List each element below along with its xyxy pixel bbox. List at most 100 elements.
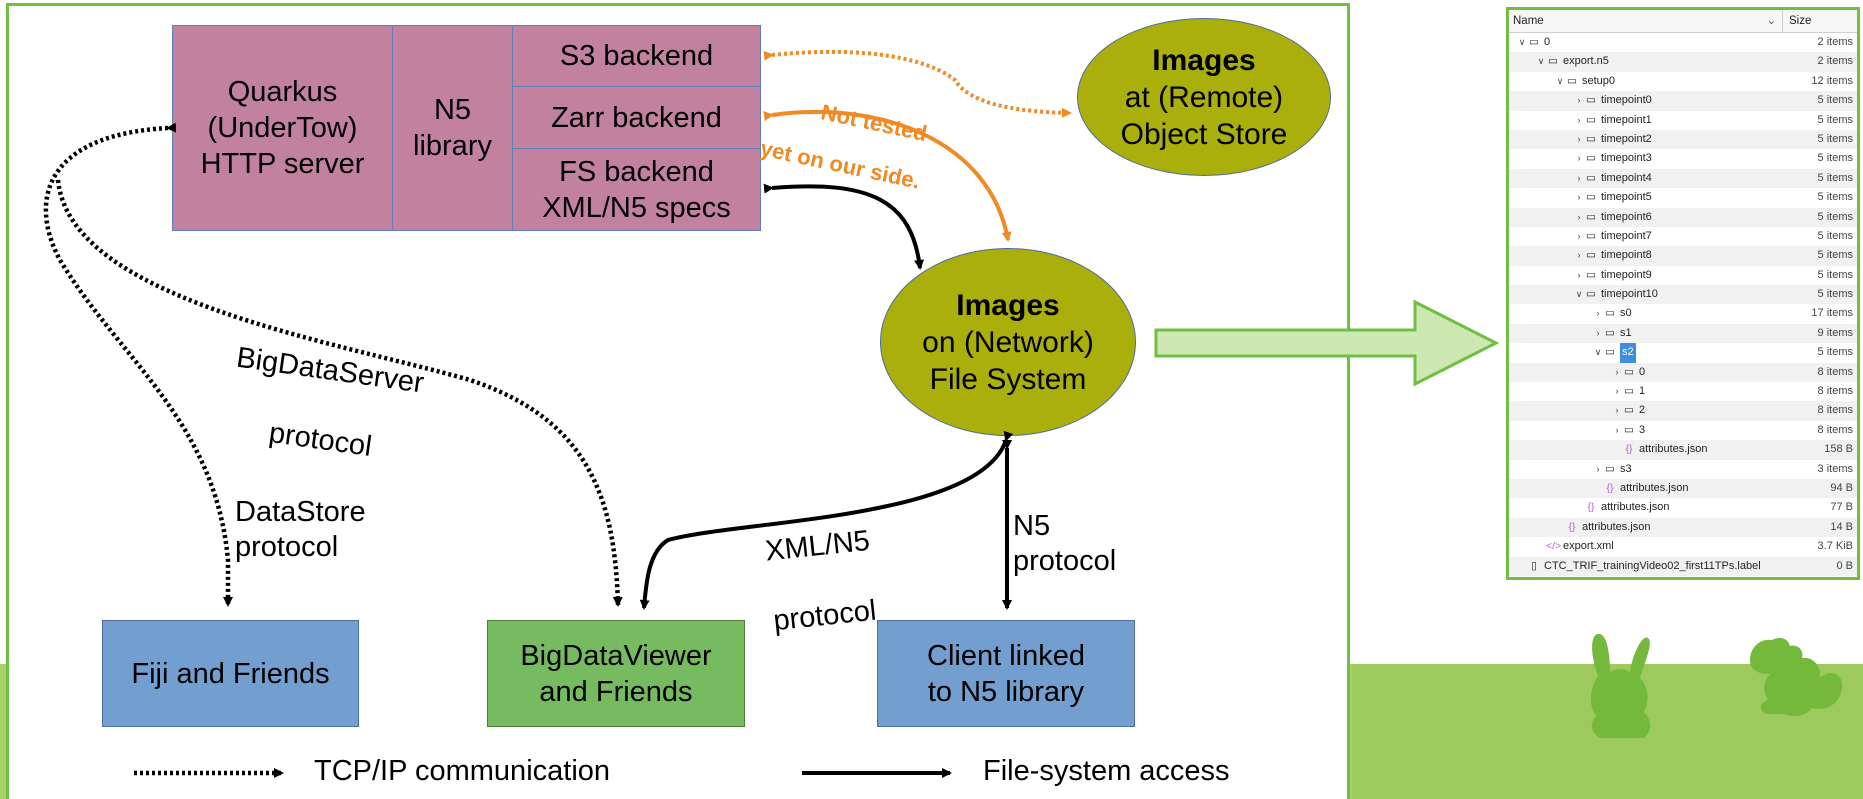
tree-row-name: ›▭1 (1509, 382, 1785, 401)
tree-row-label: attributes.json (1582, 520, 1651, 533)
chevron-right-icon[interactable]: › (1596, 463, 1600, 474)
tree-row-name: ∨▭timepoint10 (1509, 285, 1785, 304)
tree-row-size: 77 B (1830, 501, 1853, 514)
tree-row-name: ›▭timepoint0 (1509, 91, 1785, 110)
chevron-down-icon[interactable]: ∨ (1575, 289, 1583, 300)
tree-row-label: 3 (1639, 423, 1646, 436)
name-column-header[interactable]: Name⌄ (1509, 10, 1783, 32)
tree-row-name: ›▭timepoint3 (1509, 149, 1785, 168)
file-icon: ▯ (1531, 559, 1537, 572)
tree-row-size: 5 items (1817, 288, 1853, 301)
tree-row-size: 5 items (1817, 210, 1853, 223)
tree-row[interactable]: ▯ CTC_TRIF_trainingVideo02_first11TPs.lab… (1509, 556, 1857, 576)
tree-row-name: ∨▭setup0 (1509, 72, 1785, 91)
chevron-right-icon[interactable]: › (1577, 269, 1581, 280)
folder-icon: ▭ (1586, 268, 1596, 281)
chevron-down-icon[interactable]: ∨ (1537, 56, 1545, 67)
tree-row[interactable]: ∨▭setup0 12 items (1509, 72, 1857, 91)
chevron-right-icon[interactable]: › (1615, 386, 1619, 397)
folder-icon: ▭ (1586, 113, 1596, 126)
tree-row-name: ∨▭export.n5 (1509, 52, 1785, 71)
chevron-right-icon[interactable]: › (1577, 133, 1581, 144)
chevron-down-icon[interactable]: ∨ (1518, 37, 1526, 47)
chevron-right-icon[interactable]: › (1577, 95, 1581, 106)
tree-row-name: ›▭timepoint9 (1509, 266, 1785, 285)
chevron-right-icon[interactable]: › (1596, 327, 1600, 338)
tree-row-name: ›▭timepoint7 (1509, 227, 1785, 246)
tree-row[interactable]: ›▭timepoint5 5 items (1509, 188, 1857, 207)
n5-client-box: Client linked to N5 library (877, 620, 1135, 727)
tree-row-label: timepoint1 (1601, 113, 1652, 126)
network-fs-title: Images (956, 288, 1060, 322)
size-column-header[interactable]: Size (1789, 15, 1812, 27)
tree-row[interactable]: ›▭s1 9 items (1509, 323, 1857, 344)
tree-row-size: 8 items (1817, 385, 1853, 398)
tree-row-label: attributes.json (1601, 501, 1670, 514)
tree-row[interactable]: ›▭timepoint7 5 items (1509, 227, 1857, 246)
chevron-right-icon[interactable]: › (1615, 405, 1619, 416)
xmln5-line1: XML/N5 (763, 524, 872, 568)
n5-protocol-label: N5 protocol (1013, 510, 1117, 577)
chevron-right-icon[interactable]: › (1577, 250, 1581, 261)
folder-icon: ▭ (1586, 288, 1596, 301)
tree-row-label: 0 (1639, 365, 1646, 378)
tree-row-size: 5 items (1817, 191, 1853, 204)
tree-row-size: 9 items (1817, 326, 1853, 339)
tree-row-size: 2 items (1817, 36, 1853, 48)
tree-row-size: 8 items (1817, 365, 1853, 378)
datastore-arrow (43, 122, 233, 607)
chevron-down-icon[interactable]: ∨ (1556, 75, 1564, 86)
chevron-right-icon[interactable]: › (1615, 424, 1619, 435)
tree-row-size: 12 items (1811, 74, 1853, 87)
chevron-right-icon[interactable]: › (1577, 172, 1581, 183)
tree-row-label: s2 (1620, 343, 1636, 363)
chevron-right-icon[interactable]: › (1577, 230, 1581, 241)
tree-row-size: 8 items (1817, 423, 1853, 436)
chevron-right-icon[interactable]: › (1596, 308, 1600, 319)
chevron-right-icon[interactable]: › (1577, 192, 1581, 203)
zarr-fs-arrow (763, 110, 1012, 242)
rabbit-silhouette-icon (1590, 633, 1650, 738)
tree-row-name: ›▭timepoint5 (1509, 188, 1785, 207)
network-fs-line2: File System (929, 362, 1087, 396)
chevron-down-icon[interactable]: ⌄ (1766, 15, 1776, 27)
tree-row-label: s3 (1620, 462, 1632, 475)
tree-row-name: ›▭s1 (1509, 324, 1785, 343)
chevron-right-icon[interactable]: › (1615, 366, 1619, 377)
tree-row-label: 0 (1544, 36, 1551, 48)
tree-row-label: export.n5 (1563, 55, 1609, 68)
tree-row-label: CTC_TRIF_trainingVideo02_first11TPs.labe… (1544, 559, 1761, 572)
folder-icon: ▭ (1586, 249, 1596, 262)
tree-row[interactable]: ›▭1 8 items (1509, 382, 1857, 401)
tree-row[interactable]: ∨▭timepoint10 5 items (1509, 285, 1857, 305)
tree-row-size: 5 items (1817, 229, 1853, 242)
tree-row-name: ›▭s0 (1509, 304, 1785, 323)
chevron-down-icon[interactable]: ∨ (1594, 347, 1602, 358)
chevron-right-icon[interactable]: › (1577, 153, 1581, 164)
chevron-right-icon[interactable]: › (1577, 211, 1581, 222)
chevron-right-icon[interactable]: › (1577, 114, 1581, 125)
file-tree-header: Name⌄ Size (1509, 10, 1857, 33)
tree-row-size: 5 items (1817, 171, 1853, 184)
